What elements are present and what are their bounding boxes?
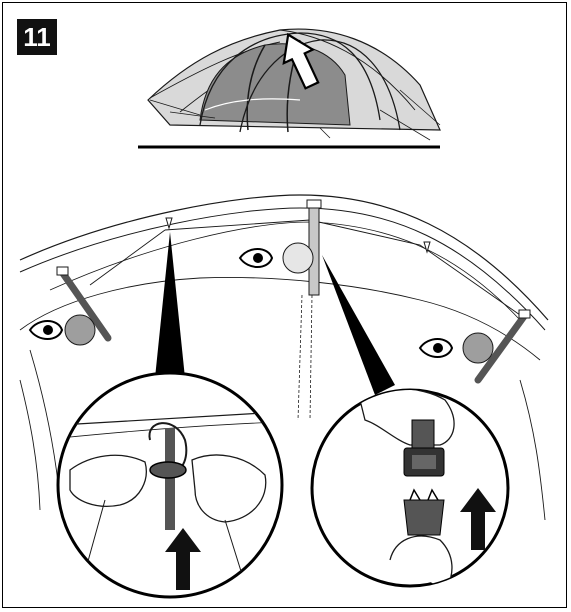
- detail-circle-buckle: [312, 389, 508, 590]
- callout-pointer-right: [322, 255, 395, 395]
- detail-circle-hook: [58, 373, 290, 600]
- callout-pointer-left: [155, 232, 185, 378]
- center-strap: [298, 200, 321, 420]
- eye-icon: [30, 315, 95, 345]
- eye-icon: [420, 333, 493, 363]
- hook-marker-left: [166, 218, 172, 228]
- tent-overview: [138, 28, 440, 147]
- eye-icon: [240, 243, 313, 273]
